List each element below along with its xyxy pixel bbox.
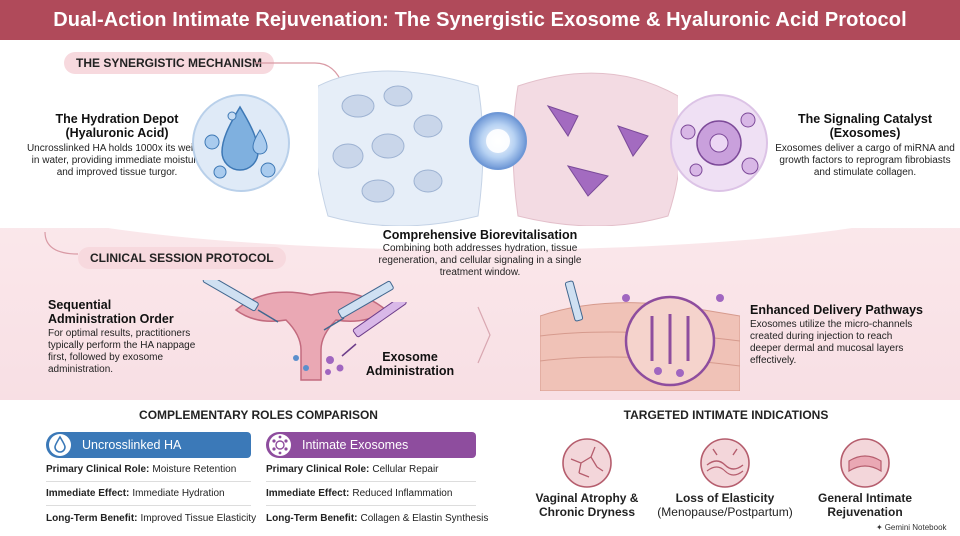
indication-atrophy-line1: Vaginal Atrophy & xyxy=(535,491,639,505)
brand-label: Gemini Notebook xyxy=(884,523,947,532)
exo-row-role-label: Primary Clinical Role: xyxy=(266,464,370,475)
hyaluronic-droplet-icon xyxy=(192,94,290,192)
exo-row-benefit-label: Long-Term Benefit: xyxy=(266,512,358,524)
biorevitalisation-title: Comprehensive Biorevitalisation xyxy=(382,228,578,242)
hydration-title-line1: The Hydration Depot xyxy=(55,112,179,126)
exo-column-header-label: Intimate Exosomes xyxy=(302,438,409,452)
brand-mark: ✦ Gemini Notebook xyxy=(876,523,947,532)
exo-row-effect-value: Reduced Inflammation xyxy=(352,488,453,499)
ha-row-benefit-value: Improved Tissue Elasticity xyxy=(140,512,257,524)
exosome-vesicle-icon xyxy=(670,94,768,192)
indication-atrophy-line2: Chronic Dryness xyxy=(538,504,636,519)
indication-rejuvenation: General Intimate Rejuvenation xyxy=(805,491,925,520)
tissue-cell-illustration xyxy=(318,70,678,226)
ha-row-role-label: Primary Clinical Role: xyxy=(46,464,150,475)
elasticity-icon xyxy=(700,438,750,488)
hydration-depot-title: The Hydration Depot (Hyaluronic Acid) xyxy=(22,112,212,141)
sequential-title: Sequential Administration Order xyxy=(48,298,218,327)
anatomy-syringe-illustration xyxy=(202,280,394,381)
exo-column: Intimate Exosomes Primary Clinical Role:… xyxy=(266,432,488,530)
signaling-catalyst-body: Exosomes deliver a cargo of miRNA and gr… xyxy=(775,143,955,178)
hydration-depot-body: Uncrosslinked HA holds 1000x its weight … xyxy=(26,143,208,178)
water-drop-icon xyxy=(49,434,71,456)
protocol-pill: CLINICAL SESSION PROTOCOL xyxy=(78,247,286,269)
ha-row-effect-value: Immediate Hydration xyxy=(132,488,225,499)
exo-column-header: Intimate Exosomes xyxy=(266,432,476,458)
ha-syringe-icon xyxy=(202,280,279,323)
exosome-label-line1: Exosome xyxy=(382,350,438,364)
hydration-title-line2: (Hyaluronic Acid) xyxy=(65,126,169,141)
indication-elasticity-line2: (Menopause/Postpartum) xyxy=(657,504,793,519)
indication-atrophy: Vaginal Atrophy & Chronic Dryness xyxy=(526,491,648,520)
sequential-body: For optimal results, practitioners typic… xyxy=(48,328,196,375)
signaling-title-line1: The Signaling Catalyst xyxy=(797,112,933,126)
exosome-syringe-icon xyxy=(325,302,407,375)
exo-row-benefit: Long-Term Benefit:Collagen & Elastin Syn… xyxy=(266,506,488,530)
signaling-title-line2: (Exosomes) xyxy=(829,126,901,141)
indication-elasticity: Loss of Elasticity (Menopause/Postpartum… xyxy=(650,491,800,520)
sparkle-icon: ✦ xyxy=(876,523,883,532)
indication-rejuvenation-line2: Rejuvenation xyxy=(827,504,903,519)
ha-row-role-value: Moisture Retention xyxy=(152,464,237,475)
ha-column: Uncrosslinked HA Primary Clinical Role:M… xyxy=(46,432,256,530)
exosome-administration-label: Exosome Administration xyxy=(355,350,465,379)
exosome-label-line2: Administration xyxy=(365,364,455,379)
signaling-catalyst-title: The Signaling Catalyst (Exosomes) xyxy=(770,112,960,141)
page-title: Dual-Action Intimate Rejuvenation: The S… xyxy=(0,0,960,40)
ha-column-header: Uncrosslinked HA xyxy=(46,432,251,458)
ha-row-role: Primary Clinical Role:Moisture Retention xyxy=(46,458,251,482)
rejuvenation-tissue-icon xyxy=(840,438,890,488)
protocol-connector-line xyxy=(44,232,79,255)
indication-rejuvenation-line1: General Intimate xyxy=(817,491,913,505)
skin-delivery-illustration xyxy=(540,280,740,391)
indications-title: TARGETED INTIMATE INDICATIONS xyxy=(623,408,829,422)
biorevitalisation-body: Combining both addresses hydration, tiss… xyxy=(378,243,582,278)
delivery-body: Exosomes utilize the micro-channels crea… xyxy=(750,319,913,366)
exo-row-role: Primary Clinical Role:Cellular Repair xyxy=(266,458,476,482)
indication-elasticity-line1: Loss of Elasticity xyxy=(675,491,775,505)
exo-row-benefit-value: Collagen & Elastin Synthesis xyxy=(360,512,489,524)
ha-row-effect: Immediate Effect:Immediate Hydration xyxy=(46,482,251,506)
ha-column-header-label: Uncrosslinked HA xyxy=(82,438,182,452)
cracked-tissue-icon xyxy=(562,438,612,488)
exo-row-role-value: Cellular Repair xyxy=(372,464,439,475)
ha-row-effect-label: Immediate Effect: xyxy=(46,488,130,499)
vesicle-cluster-icon xyxy=(269,434,291,456)
mechanism-pill: THE SYNERGISTIC MECHANISM xyxy=(64,52,275,74)
delivery-title: Enhanced Delivery Pathways xyxy=(750,303,923,317)
chevron-right-icon xyxy=(477,306,491,364)
sequential-title-line1: Sequential xyxy=(48,298,112,312)
comparison-title: COMPLEMENTARY ROLES COMPARISON xyxy=(139,408,378,422)
ha-row-benefit-label: Long-Term Benefit: xyxy=(46,512,138,524)
ha-syringe-2-icon xyxy=(323,280,394,331)
exo-row-effect-label: Immediate Effect: xyxy=(266,488,350,499)
exo-row-effect: Immediate Effect:Reduced Inflammation xyxy=(266,482,476,506)
ha-row-benefit: Long-Term Benefit:Improved Tissue Elasti… xyxy=(46,506,256,530)
sequential-title-line2: Administration Order xyxy=(48,312,174,327)
